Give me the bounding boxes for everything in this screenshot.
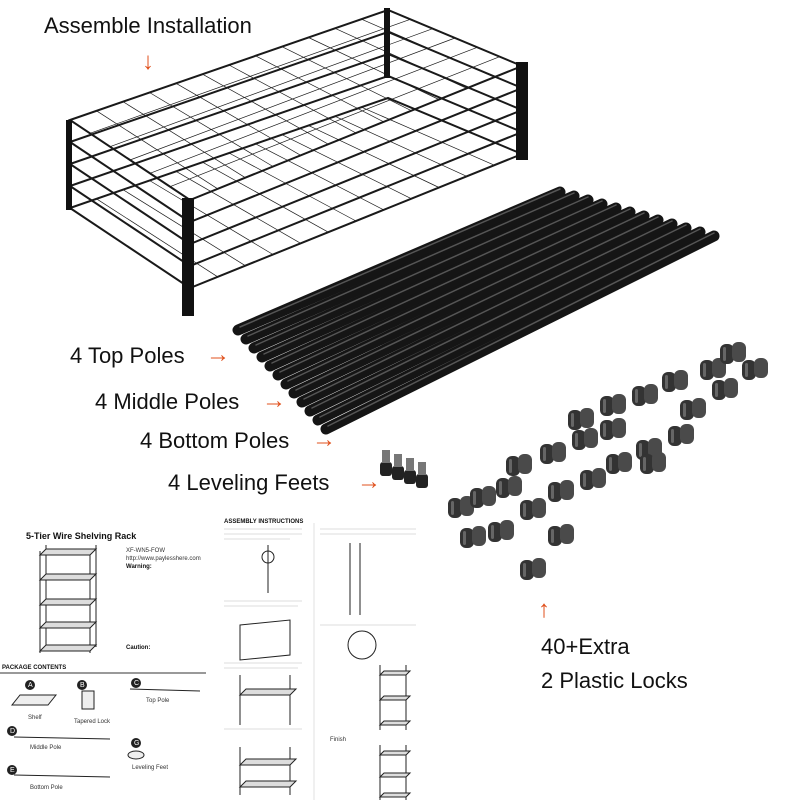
leveling-feet-group	[380, 450, 428, 488]
shelf-corner-post	[182, 198, 194, 316]
manual-caution: Caution:	[126, 645, 151, 651]
manual-finish: Finish	[330, 737, 347, 743]
manual-url: http://www.paylesshere.com	[126, 556, 201, 562]
manual-right-illustrations	[224, 523, 416, 800]
right-arrow-icon: →	[312, 426, 336, 453]
shelf-stack	[66, 8, 528, 316]
manual-assembly-title: ASSEMBLY INSTRUCTIONS	[224, 519, 304, 525]
manual-bottom-pole: Bottom Pole	[30, 785, 63, 791]
svg-text:G: G	[134, 740, 139, 747]
svg-text:C: C	[134, 680, 139, 687]
top-poles-label: 4 Top Poles	[70, 343, 185, 368]
right-arrow-icon: →	[357, 468, 381, 495]
svg-text:A: A	[28, 682, 33, 689]
plastic-locks-group	[448, 342, 768, 580]
right-arrow-icon: →	[206, 341, 230, 368]
middle-poles-label: 4 Middle Poles	[95, 389, 240, 414]
manual-package-contents: PACKAGE CONTENTS	[2, 665, 67, 671]
manual-left-illustrations: A B C D G E	[0, 545, 206, 778]
manual-shelf: Shelf	[28, 715, 42, 721]
extra-locks-label-line1: 40+Extra	[541, 634, 630, 659]
shelf-corner-post	[66, 120, 72, 210]
extra-locks-label-line2: 2 Plastic Locks	[541, 668, 688, 693]
down-arrow-icon: ↓	[142, 48, 154, 75]
manual-middle-pole: Middle Pole	[30, 745, 62, 751]
leveling-feet-label: 4 Leveling Feets	[168, 470, 330, 495]
manual-top-pole: Top Pole	[146, 698, 170, 704]
shelf-corner-post	[516, 62, 528, 160]
shelf-corner-post	[384, 8, 390, 78]
pole-bundle	[232, 186, 720, 435]
assemble-installation-label: Assemble Installation	[44, 13, 252, 38]
svg-text:D: D	[10, 728, 15, 735]
svg-text:B: B	[80, 682, 85, 689]
up-arrow-icon: ↑	[538, 596, 550, 623]
manual-page-instructions: ASSEMBLY INSTRUCTIONS Finish	[210, 515, 430, 800]
manual-tapered-lock: Tapered Lock	[74, 719, 111, 725]
manual-title: 5-Tier Wire Shelving Rack	[26, 531, 137, 541]
svg-text:E: E	[10, 767, 15, 774]
bottom-poles-label: 4 Bottom Poles	[140, 428, 290, 453]
manual-page-contents: 5-Tier Wire Shelving Rack XF-WN5-FOW htt…	[0, 515, 206, 800]
manual-leveling-feet: Leveling Feet	[132, 765, 169, 771]
right-arrow-icon: →	[262, 387, 286, 414]
manual-warning: Warning:	[126, 564, 152, 570]
manual-model: XF-WN5-FOW	[126, 548, 165, 554]
